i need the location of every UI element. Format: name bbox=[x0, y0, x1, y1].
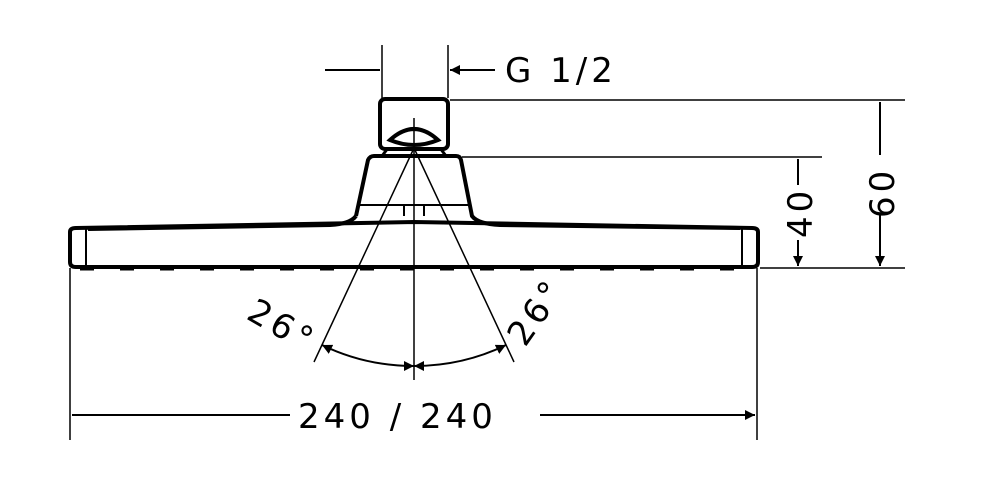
shower-plate bbox=[68, 219, 760, 271]
total-height-label: 60 bbox=[863, 167, 903, 218]
angle-left-label: 26° bbox=[241, 291, 324, 362]
spray-angle-lines bbox=[313, 147, 515, 363]
width-label: 240 / 240 bbox=[298, 397, 497, 437]
thread-label: G 1/2 bbox=[505, 51, 617, 91]
angle-arc-left bbox=[321, 344, 425, 372]
head-height-label: 40 bbox=[781, 187, 821, 238]
angle-arc-right bbox=[403, 344, 507, 372]
angle-right-label: 26° bbox=[500, 271, 574, 353]
